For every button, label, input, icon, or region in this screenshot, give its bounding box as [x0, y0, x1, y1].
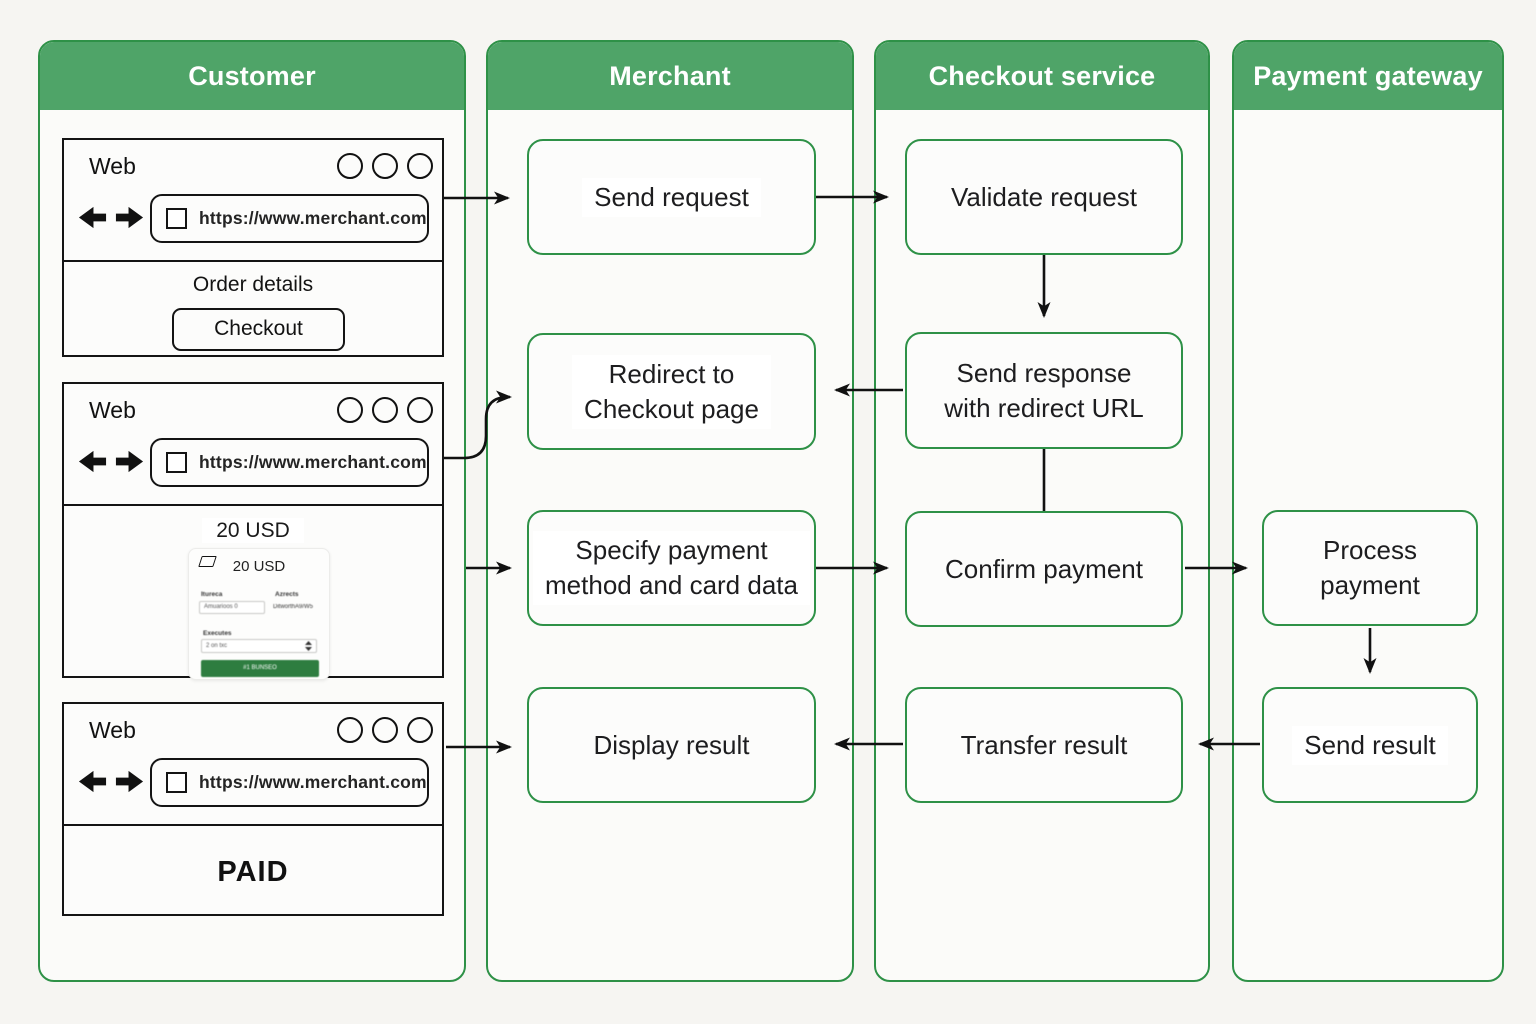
lane-header-customer: Customer: [40, 42, 464, 110]
node-display-result: Display result: [527, 687, 816, 803]
node-specify-payment-method: Specify payment method and card data: [527, 510, 816, 626]
card-amount: 20 USD: [232, 557, 286, 575]
url-text: https://www.merchant.com: [199, 452, 427, 472]
browser-content: Order details Checkout: [64, 263, 442, 356]
node-send-response-with-redirect-url: Send response with redirect URL: [905, 332, 1183, 449]
url-box-icon[interactable]: [166, 208, 187, 229]
node-label-line1: Process: [1323, 535, 1417, 565]
node-label: Send result: [1292, 725, 1448, 765]
back-icon[interactable]: [77, 203, 108, 232]
window-control-icon[interactable]: [407, 153, 433, 179]
node-label: Transfer result: [960, 729, 1128, 760]
browser-window-payment-page: Web https://www.merchant.com 20 USD 20 U…: [62, 382, 444, 680]
card-field2-label: Azrects: [275, 590, 299, 598]
checkout-button[interactable]: Checkout: [172, 307, 345, 351]
lane-header-payment-gateway: Payment gateway: [1234, 42, 1502, 110]
lane-header-checkout-service: Checkout service: [876, 42, 1208, 110]
forward-icon[interactable]: [114, 767, 145, 796]
paid-status-label: PAID: [217, 855, 289, 888]
pay-button[interactable]: #1 BUNSEO: [201, 659, 319, 677]
url-bar[interactable]: https://www.merchant.com: [150, 194, 429, 243]
url-bar[interactable]: https://www.merchant.com: [150, 438, 429, 487]
node-label: Display result: [593, 729, 750, 760]
browser-title: Web: [89, 153, 136, 179]
window-control-icon[interactable]: [372, 153, 398, 179]
node-label-line1: Specify payment: [575, 535, 768, 565]
node-label: Validate request: [951, 181, 1137, 212]
node-send-request: Send request: [527, 139, 816, 255]
browser-titlebar: Web https://www.merchant.com: [64, 140, 442, 262]
node-label-line1: Redirect to: [608, 358, 735, 389]
window-controls: [337, 717, 433, 743]
card-field2-value: DitworthA9/W5: [273, 603, 314, 610]
window-control-icon[interactable]: [407, 717, 433, 743]
node-label-line2: Checkout page: [584, 393, 759, 424]
lane-title: Merchant: [609, 60, 731, 91]
back-icon[interactable]: [77, 447, 108, 476]
url-box-icon[interactable]: [166, 452, 187, 473]
node-label-line2: with redirect URL: [944, 392, 1144, 423]
url-text: https://www.merchant.com: [199, 208, 427, 228]
node-process-payment: Process payment: [1262, 510, 1478, 626]
browser-titlebar: Web https://www.merchant.com: [64, 384, 442, 506]
node-send-result: Send result: [1262, 687, 1478, 803]
browser-title: Web: [89, 397, 136, 423]
node-validate-request: Validate request: [905, 139, 1183, 255]
window-control-icon[interactable]: [407, 397, 433, 423]
node-confirm-payment: Confirm payment: [905, 511, 1183, 627]
window-control-icon[interactable]: [337, 153, 363, 179]
forward-icon[interactable]: [114, 447, 145, 476]
browser-window-result-page: Web https://www.merchant.com PAID: [62, 702, 444, 916]
browser-title: Web: [89, 717, 136, 743]
lane-header-merchant: Merchant: [488, 42, 852, 110]
window-controls: [337, 153, 433, 179]
url-box-icon[interactable]: [166, 772, 187, 793]
window-controls: [337, 397, 433, 423]
order-details-label: Order details: [192, 272, 314, 296]
browser-window-order-page: Web https://www.merchant.com Order detai…: [62, 138, 444, 357]
payment-card-form: 20 USD Itureca Amuarioos 0 Azrects Ditwo…: [188, 547, 330, 680]
url-bar[interactable]: https://www.merchant.com: [150, 758, 429, 807]
amount-heading: 20 USD: [64, 517, 442, 543]
url-text: https://www.merchant.com: [199, 772, 427, 792]
window-control-icon[interactable]: [372, 717, 398, 743]
lane-title: Checkout service: [928, 60, 1156, 91]
lane-title: Customer: [188, 60, 316, 91]
node-label-line2: method and card data: [545, 570, 798, 600]
window-control-icon[interactable]: [337, 717, 363, 743]
node-transfer-result: Transfer result: [905, 687, 1183, 803]
lane-title: Payment gateway: [1253, 60, 1483, 91]
card-field3-label: Executes: [203, 629, 232, 637]
back-icon[interactable]: [77, 767, 108, 796]
node-label-line1: Send response: [956, 357, 1132, 388]
browser-content: PAID: [64, 827, 442, 915]
browser-titlebar: Web https://www.merchant.com: [64, 704, 442, 826]
node-label: Confirm payment: [945, 553, 1143, 584]
card-field3-input[interactable]: 2 on txc: [201, 638, 317, 653]
card-field1-label: Itureca: [201, 590, 223, 598]
card-field1-input[interactable]: Amuarioos 0: [199, 600, 265, 614]
node-redirect-to-checkout-page: Redirect to Checkout page: [527, 333, 816, 450]
node-label: Send request: [582, 177, 761, 217]
forward-icon[interactable]: [114, 203, 145, 232]
browser-content: 20 USD 20 USD Itureca Amuarioos 0 Azrect…: [64, 507, 442, 680]
window-control-icon[interactable]: [337, 397, 363, 423]
node-label-line2: payment: [1320, 570, 1420, 600]
window-control-icon[interactable]: [372, 397, 398, 423]
stepper-icon[interactable]: [305, 640, 312, 651]
